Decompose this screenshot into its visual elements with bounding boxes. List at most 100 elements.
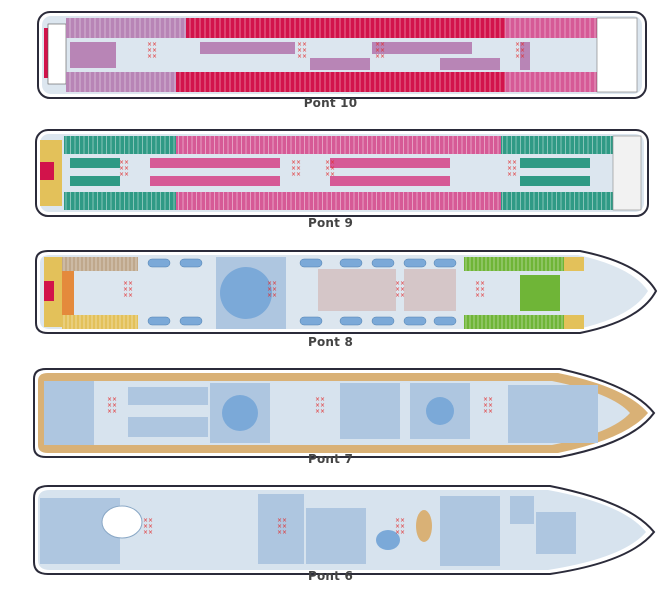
art-gallery	[128, 387, 208, 405]
cross-marker-icon: ××	[515, 47, 525, 54]
cross-marker-icon: ××	[515, 53, 525, 60]
cabin-row-bottom	[66, 72, 596, 92]
cross-marker-icon: ××	[325, 171, 335, 178]
bar-area	[510, 496, 534, 524]
cross-marker-icon: ××	[277, 517, 287, 524]
cross-marker-icon: ××	[123, 292, 133, 299]
cross-marker-icon: ××	[483, 402, 493, 409]
inner-cabins-2	[70, 176, 120, 186]
cross-marker-icon: ××	[107, 408, 117, 415]
cross-marker-icon: ××	[483, 408, 493, 415]
cross-marker-icon: ××	[147, 41, 157, 48]
bow-suites	[612, 135, 642, 211]
deck-pont-8: ×××××××××××××××××××××××× Pont 8	[0, 245, 661, 357]
cabin-row-top-teal-fwd	[501, 136, 613, 154]
fwd-yellow-top	[564, 257, 584, 271]
cross-marker-icon: ××	[119, 165, 129, 172]
cross-marker-icon: ××	[277, 529, 287, 536]
cross-marker-icon: ××	[395, 529, 405, 536]
cross-marker-icon: ××	[267, 286, 277, 293]
restaurant-center	[101, 505, 143, 539]
inner-cabins-e	[520, 42, 530, 70]
elevator-markers: ××××××××××××××××××××××××	[119, 159, 517, 178]
inner-cabins-3	[150, 158, 280, 168]
cabin-row-top-pink	[505, 18, 597, 38]
cross-marker-icon: ××	[475, 286, 485, 293]
cross-marker-icon: ××	[277, 523, 287, 530]
inner-cabins-c	[372, 42, 472, 54]
cross-marker-icon: ××	[507, 159, 517, 166]
elevator-markers: ××××××××××××××××××××××××	[147, 41, 525, 60]
lifeboat	[339, 258, 363, 268]
cross-marker-icon: ××	[315, 408, 325, 415]
cabin-row-bottom-teal-fwd	[501, 192, 613, 210]
cross-marker-icon: ××	[143, 529, 153, 536]
aft-cabins-inner	[62, 271, 74, 315]
cabin-divider-lines	[69, 18, 596, 92]
cabin-row-top-pink	[176, 136, 501, 154]
cross-marker-icon: ××	[267, 292, 277, 299]
deck-label: Pont 10	[303, 96, 358, 110]
lifeboat	[433, 316, 457, 326]
cross-marker-icon: ××	[395, 280, 405, 287]
fwd-yellow-bottom	[564, 315, 584, 329]
deck-label: Pont 7	[307, 452, 354, 466]
cabin-divider-lines	[63, 257, 563, 329]
cross-marker-icon: ××	[375, 47, 385, 54]
cross-marker-icon: ××	[297, 41, 307, 48]
dance-floor	[426, 397, 454, 425]
inner-cabins-5	[330, 158, 450, 168]
cross-marker-icon: ××	[291, 159, 301, 166]
cabin-divider-lines	[65, 136, 611, 210]
atrium-wood	[416, 510, 432, 542]
middle-cabins-a	[318, 269, 396, 311]
cross-marker-icon: ××	[123, 286, 133, 293]
cross-marker-icon: ××	[107, 396, 117, 403]
stern-red-suite	[40, 162, 54, 180]
cross-marker-icon: ××	[375, 53, 385, 60]
bow-suites	[596, 17, 638, 93]
inner-cabins-4	[150, 176, 280, 186]
lifeboat	[147, 258, 171, 268]
cross-marker-icon: ××	[483, 396, 493, 403]
galley-area	[258, 494, 304, 564]
lifeboat	[371, 258, 395, 268]
theater-balcony	[222, 395, 258, 431]
cross-marker-icon: ××	[325, 165, 335, 172]
inner-cabins-1	[70, 158, 120, 168]
middle-cabins-b	[404, 269, 456, 311]
cross-marker-icon: ××	[507, 165, 517, 172]
lifeboat	[433, 258, 457, 268]
fwd-cabins-inner	[520, 275, 560, 311]
fwd-show-lounge	[508, 385, 598, 443]
cross-marker-icon: ××	[119, 171, 129, 178]
lifeboat	[299, 258, 323, 268]
theater-stage	[220, 267, 272, 319]
lifeboats	[147, 258, 457, 326]
cross-marker-icon: ××	[475, 292, 485, 299]
deck-pont-7: ×××××××××××××××××× Pont 7	[0, 365, 661, 477]
cross-marker-icon: ××	[395, 286, 405, 293]
deck-pont-6: ×××××××××××××××××× Pont 6	[0, 482, 661, 589]
cross-marker-icon: ××	[143, 523, 153, 530]
reception	[306, 508, 366, 564]
cross-marker-icon: ××	[119, 159, 129, 166]
shops-area	[440, 496, 500, 566]
cross-marker-icon: ××	[475, 280, 485, 287]
lifeboat	[371, 316, 395, 326]
stern-suite-block	[47, 23, 67, 85]
cross-marker-icon: ××	[147, 47, 157, 54]
cross-marker-icon: ××	[297, 47, 307, 54]
cabin-row-top-lilac	[66, 18, 186, 38]
deck-plan-pont-10: ××××××××××××××××××××××××	[37, 11, 647, 99]
lifeboat	[179, 258, 203, 268]
cross-marker-icon: ××	[395, 523, 405, 530]
deck-pont-9: ×××××××××××××××××××××××× Pont 9	[0, 124, 661, 236]
cabin-row-top	[66, 18, 596, 38]
photo-gallery	[128, 417, 208, 437]
lifeboat	[299, 316, 323, 326]
inner-cabins-b	[310, 58, 370, 70]
cross-marker-icon: ××	[315, 396, 325, 403]
cross-marker-icon: ××	[507, 171, 517, 178]
elevator-markers: ××××××××××××××××××××××××	[123, 280, 485, 299]
